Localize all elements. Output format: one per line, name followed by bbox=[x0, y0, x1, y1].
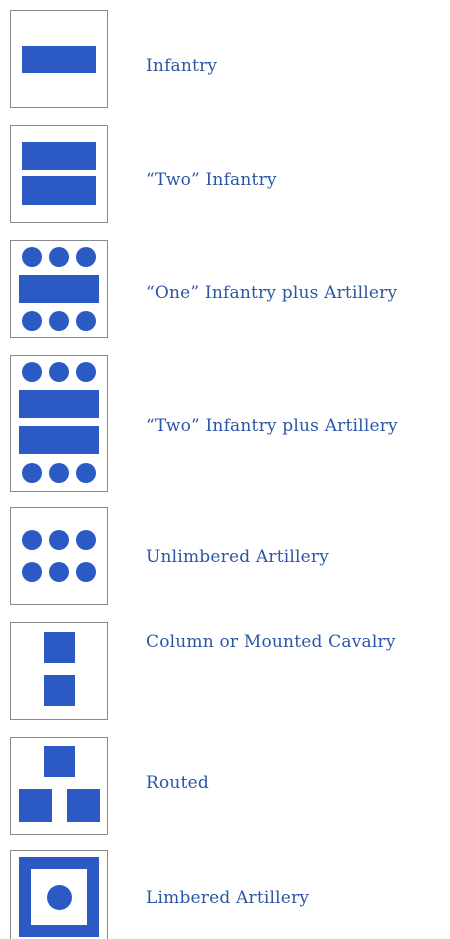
routed-square-icon bbox=[19, 789, 52, 822]
limbered-artillery-frame-icon bbox=[19, 857, 99, 937]
artillery-dot-icon bbox=[49, 463, 69, 483]
column-cavalry-symbol-box bbox=[10, 622, 108, 720]
infantry-bar-icon bbox=[19, 426, 99, 454]
limbered-artillery-dot-icon bbox=[47, 885, 72, 910]
artillery-dot-icon bbox=[22, 362, 42, 382]
legend-label-one-infantry-plus-artillery: “One” Infantry plus Artillery bbox=[146, 283, 398, 303]
infantry-bar-icon bbox=[19, 275, 99, 303]
artillery-dot-icon bbox=[76, 247, 96, 267]
artillery-dot-icon bbox=[76, 562, 96, 582]
two-infantry-symbol-box bbox=[10, 125, 108, 223]
artillery-dot-icon bbox=[49, 562, 69, 582]
artillery-dot-icon bbox=[76, 311, 96, 331]
artillery-dot-icon bbox=[76, 463, 96, 483]
artillery-dot-icon bbox=[49, 247, 69, 267]
routed-square-icon bbox=[44, 746, 75, 777]
legend-label-two-infantry-plus-artillery: “Two” Infantry plus Artillery bbox=[146, 416, 398, 436]
routed-square-icon bbox=[67, 789, 100, 822]
artillery-dot-icon bbox=[76, 362, 96, 382]
artillery-dot-icon bbox=[22, 247, 42, 267]
infantry-bar-icon bbox=[19, 390, 99, 418]
routed-symbol-box bbox=[10, 737, 108, 835]
two-infantry-plus-artillery-symbol-box bbox=[10, 355, 108, 492]
unlimbered-artillery-symbol-box bbox=[10, 507, 108, 605]
artillery-dot-icon bbox=[22, 530, 42, 550]
infantry-bar-icon bbox=[22, 142, 96, 170]
artillery-dot-icon bbox=[76, 530, 96, 550]
artillery-dot-icon bbox=[22, 463, 42, 483]
legend-label-limbered-artillery: Limbered Artillery bbox=[146, 888, 310, 908]
artillery-dot-icon bbox=[49, 530, 69, 550]
legend-label-routed: Routed bbox=[146, 773, 209, 793]
artillery-dot-icon bbox=[49, 362, 69, 382]
column-square-icon bbox=[44, 675, 75, 706]
legend-label-infantry: Infantry bbox=[146, 56, 218, 76]
infantry-symbol-box bbox=[10, 10, 108, 108]
one-infantry-plus-artillery-symbol-box bbox=[10, 240, 108, 338]
column-square-icon bbox=[44, 632, 75, 663]
artillery-dot-icon bbox=[22, 562, 42, 582]
infantry-bar-icon bbox=[22, 176, 96, 205]
legend-label-unlimbered-artillery: Unlimbered Artillery bbox=[146, 547, 330, 567]
artillery-dot-icon bbox=[22, 311, 42, 331]
infantry-bar-icon bbox=[22, 46, 96, 73]
legend-label-column-cavalry: Column or Mounted Cavalry bbox=[146, 632, 396, 652]
limbered-artillery-symbol-box bbox=[10, 850, 108, 939]
artillery-dot-icon bbox=[49, 311, 69, 331]
legend-label-two-infantry: “Two” Infantry bbox=[146, 170, 277, 190]
